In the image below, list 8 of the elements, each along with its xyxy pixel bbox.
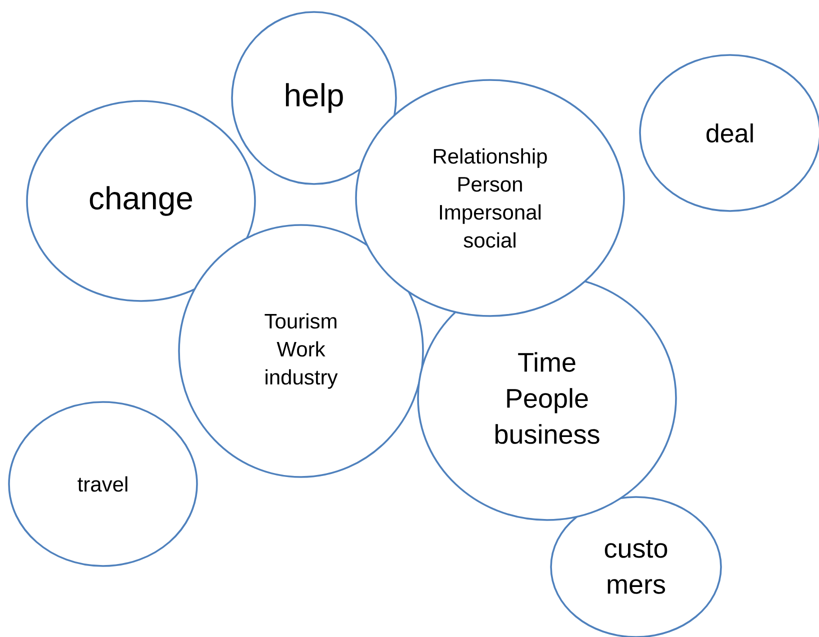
bubble: change: [26, 100, 256, 302]
bubble: custo mers: [550, 496, 722, 637]
bubble: help: [231, 11, 397, 185]
bubble: Relationship Person Impersonal social: [355, 79, 625, 317]
bubble: Tourism Work industry: [178, 224, 424, 478]
bubble: Time People business: [417, 275, 677, 521]
bubble: travel: [8, 401, 198, 567]
bubble: deal: [639, 54, 819, 212]
